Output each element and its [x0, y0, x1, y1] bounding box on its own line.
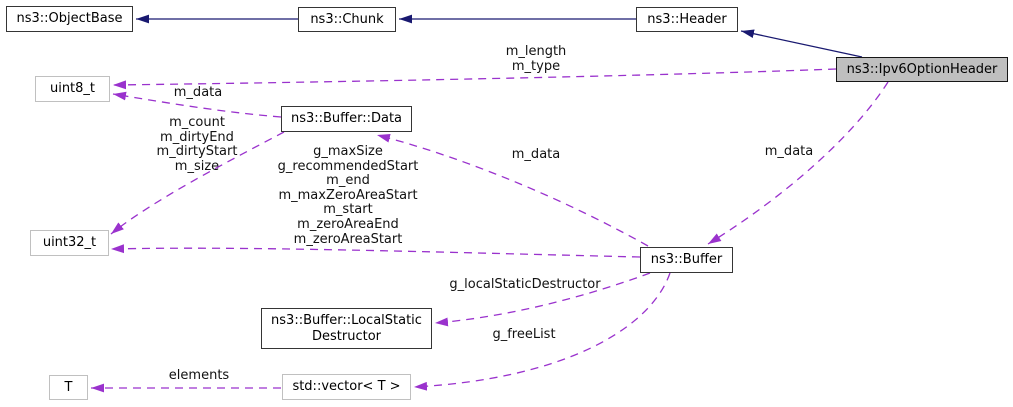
- node-label: uint8_t: [49, 81, 96, 97]
- node-ns3-header[interactable]: ns3::Header: [636, 7, 738, 32]
- edge-label-m-data-bufferdata-uint8: m_data: [173, 85, 223, 100]
- node-label: ns3::Header: [647, 11, 727, 27]
- node-t: T: [49, 375, 88, 400]
- edge-label-g-freelist: g_freeList: [492, 327, 556, 342]
- node-ns3-ipv6optionheader: ns3::Ipv6OptionHeader: [836, 57, 1008, 82]
- edge-label-m-length-m-type: m_length m_type: [505, 44, 567, 74]
- node-ns3-chunk[interactable]: ns3::Chunk: [298, 7, 396, 32]
- edge-ipv6optionheader-to-header: [740, 29, 863, 58]
- edge-buffer-to-stdvector: [413, 272, 671, 391]
- node-label: T: [64, 379, 73, 395]
- node-ns3-buffer-localstaticdestructor[interactable]: ns3::Buffer::LocalStatic Destructor: [261, 308, 432, 349]
- edge-bufferdata-to-uint32: [110, 131, 285, 235]
- edge-label-g-localstaticdestructor: g_localStaticDestructor: [449, 277, 601, 292]
- node-ns3-objectbase[interactable]: ns3::ObjectBase: [6, 6, 133, 32]
- node-ns3-buffer-data[interactable]: ns3::Buffer::Data: [281, 106, 412, 132]
- edge-ipv6optionheader-to-uint8: [112, 68, 837, 90]
- node-uint8-t: uint8_t: [35, 76, 110, 102]
- edge-ipv6optionheader-to-buffer: [707, 81, 889, 245]
- node-label: ns3::Buffer: [650, 252, 723, 268]
- node-ns3-buffer[interactable]: ns3::Buffer: [640, 247, 733, 273]
- edge-label-m-data-ipv6-buffer: m_data: [764, 144, 814, 159]
- edge-buffer-to-uint32: [110, 244, 641, 258]
- node-label: ns3::Buffer::Data: [290, 111, 403, 127]
- edge-label-elements: elements: [168, 368, 230, 383]
- node-uint32-t: uint32_t: [30, 230, 109, 256]
- edge-label-bufferdata-uint32-members: m_count m_dirtyEnd m_dirtyStart m_size: [156, 115, 238, 174]
- node-label: ns3::Chunk: [310, 11, 384, 27]
- edge-label-m-data-buffer-bufferdata: m_data: [511, 147, 561, 162]
- edge-label-buffer-uint32-members: g_maxSize g_recommendedStart m_end m_max…: [277, 144, 419, 247]
- node-std-vector-t: std::vector< T >: [282, 374, 411, 400]
- node-label: ns3::ObjectBase: [16, 11, 123, 27]
- node-label: ns3::Ipv6OptionHeader: [846, 61, 998, 77]
- node-label-line1: ns3::Buffer::LocalStatic: [271, 313, 422, 329]
- edge-bufferdata-to-uint8: [112, 91, 282, 118]
- node-label: std::vector< T >: [292, 379, 401, 395]
- edge-buffer-to-bufferdata: [376, 133, 649, 247]
- node-label-line2: Destructor: [311, 328, 381, 344]
- node-label: uint32_t: [42, 235, 97, 251]
